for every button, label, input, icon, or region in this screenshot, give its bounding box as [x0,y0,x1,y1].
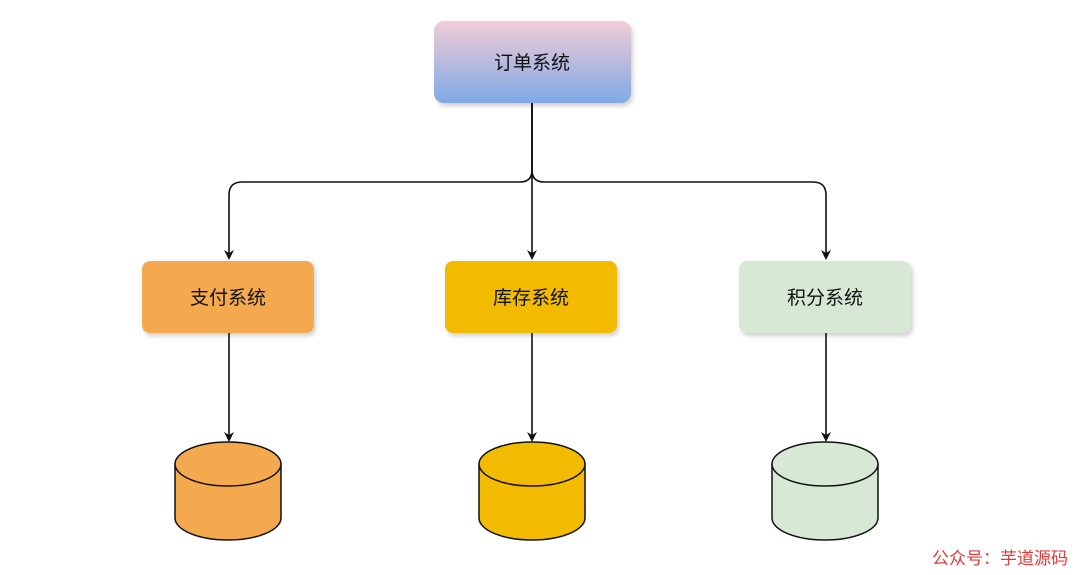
database-points-icon [771,441,879,541]
node-inventory-system: 库存系统 [445,261,617,333]
node-payment-system: 支付系统 [142,261,314,333]
edge-order-points [531,103,831,260]
node-points-label: 积分系统 [787,287,863,309]
node-order-label: 订单系统 [494,52,570,74]
connectors [224,103,831,442]
db-points-top [771,441,879,487]
node-payment-box [142,261,314,333]
node-payment-label: 支付系统 [190,287,266,309]
node-points-system: 积分系统 [739,261,911,333]
database-inventory-icon [478,441,586,541]
node-points-box [739,261,911,333]
node-order-system: 订单系统 [434,21,631,103]
database-payment-icon [174,441,282,541]
db-payment-top [174,441,282,487]
node-inventory-label: 库存系统 [493,287,569,309]
node-inventory-box [445,261,617,333]
watermark: 公众号：芋道源码 [932,549,1068,569]
db-inventory-top [478,441,586,487]
edge-order-payment [224,103,533,260]
